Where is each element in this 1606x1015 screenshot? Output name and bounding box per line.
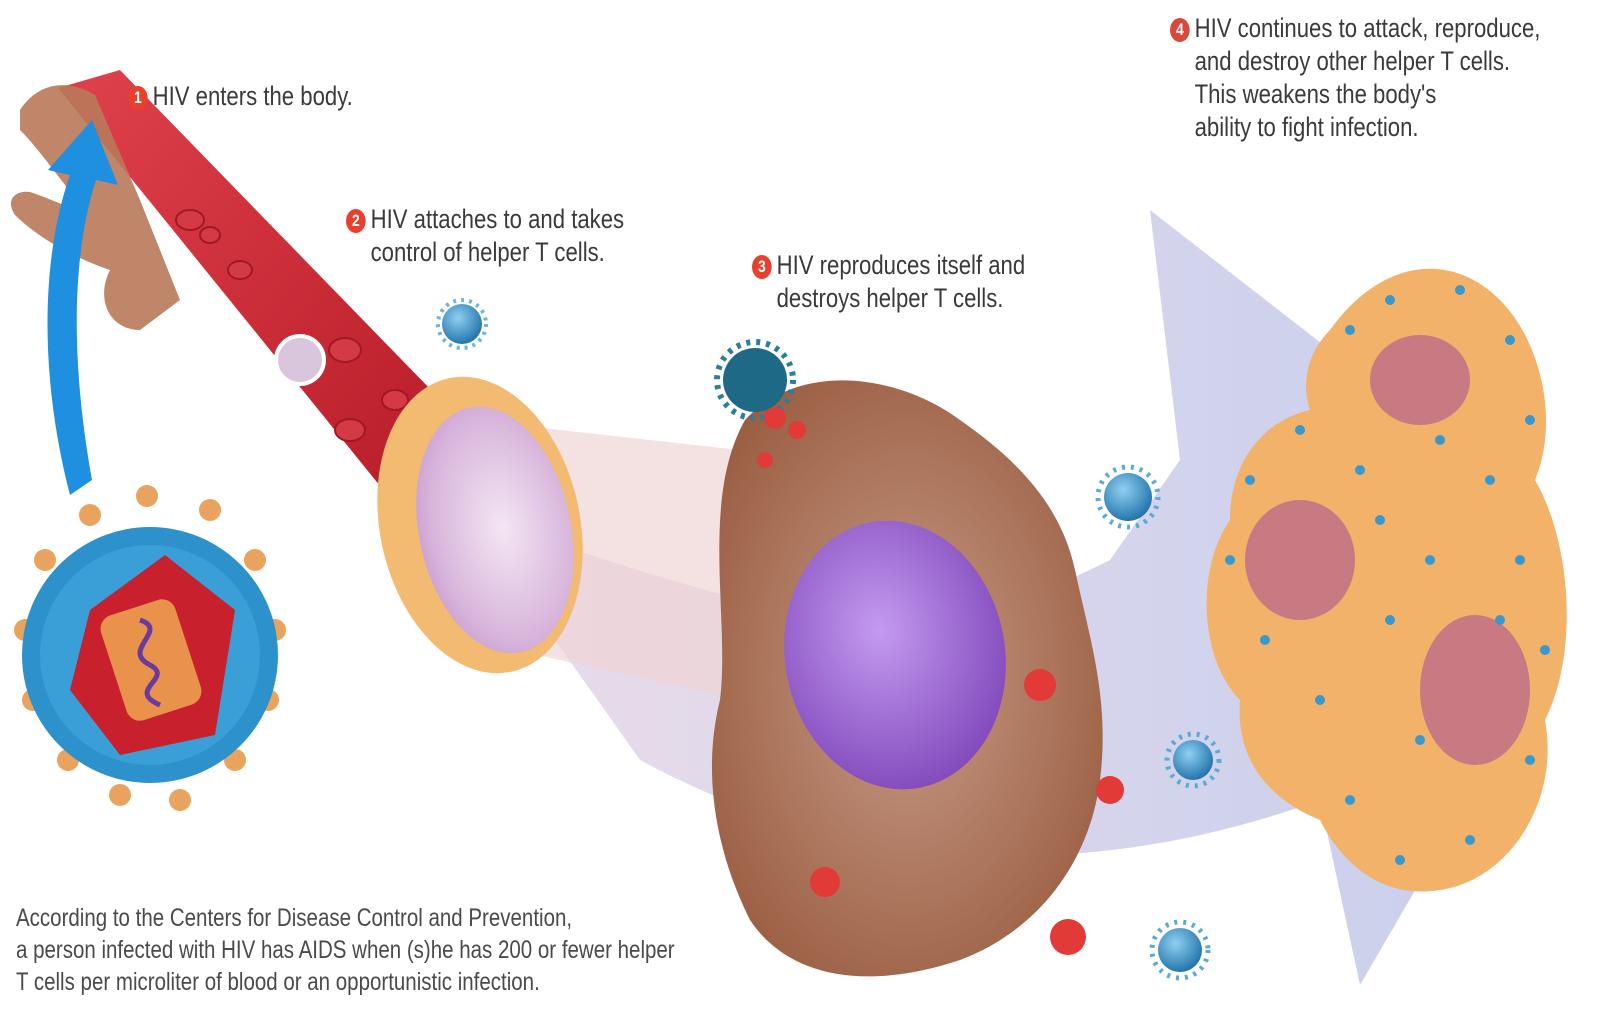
white-blood-cell [276, 336, 324, 384]
step-3-line-1: HIV reproduces itself and [777, 250, 1026, 280]
step-2-line-2: control of helper T cells. [346, 236, 624, 269]
caption-line-3: T cells per microliter of blood or an op… [16, 966, 675, 998]
hiv-virus-attaching [438, 300, 486, 348]
step-4-line-1: HIV continues to attack, reproduce, [1195, 13, 1541, 43]
step-3-line-2: destroys helper T cells. [752, 282, 1025, 315]
step-1-badge: 1 [128, 86, 148, 110]
step-4-line-4: ability to fight infection. [1170, 111, 1540, 144]
step-4-badge: 4 [1170, 18, 1190, 42]
caption-line-1: According to the Centers for Disease Con… [16, 902, 675, 934]
step-1-text: HIV enters the body. [153, 81, 353, 111]
step-3-badge: 3 [752, 255, 772, 279]
hiv-virus-structure [14, 485, 286, 811]
caption-line-2: a person infected with HIV has AIDS when… [16, 934, 675, 966]
step-4-line-3: This weakens the body's [1170, 78, 1540, 111]
step-2-line-1: HIV attaches to and takes [371, 204, 625, 234]
step-4-line-2: and destroy other helper T cells. [1170, 45, 1540, 78]
step-2-badge: 2 [346, 209, 366, 233]
cdc-definition-caption: According to the Centers for Disease Con… [16, 902, 675, 998]
